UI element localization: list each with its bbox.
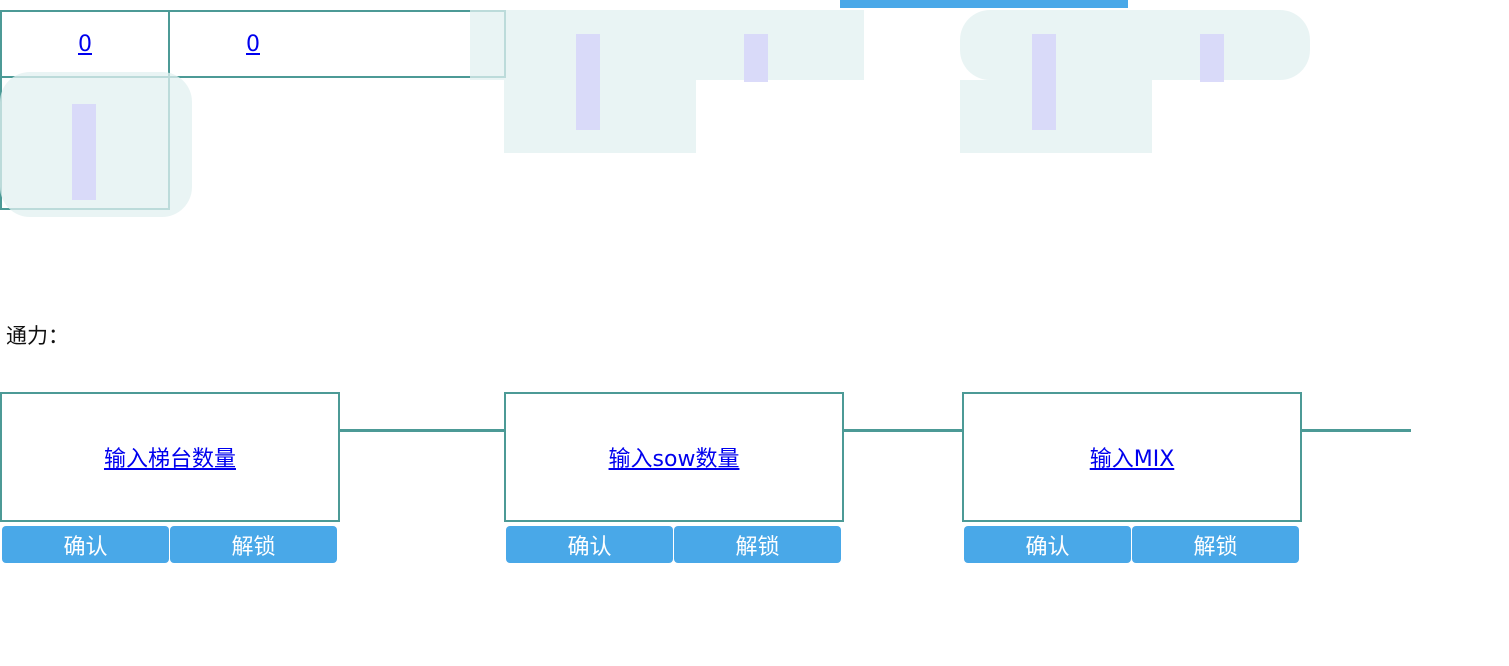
connector-line-3	[1300, 429, 1411, 432]
station-1-input-link[interactable]: 输入梯台数量	[103, 447, 236, 472]
top-cell-1: 0	[0, 10, 170, 78]
obscured-region-center	[470, 10, 864, 80]
station-2-confirm-button[interactable]: 确认	[506, 526, 673, 563]
top-cell-1-link[interactable]: 0	[78, 31, 92, 57]
obscured-region-left-mark	[72, 104, 96, 200]
top-blue-bar	[840, 0, 1128, 8]
station-1-box: 输入梯台数量	[0, 392, 340, 522]
station-1-confirm-button[interactable]: 确认	[2, 526, 169, 563]
station-2-unlock-button[interactable]: 解锁	[674, 526, 841, 563]
obscured-region-right-lower	[960, 80, 1152, 153]
station-2-input-link[interactable]: 输入sow数量	[608, 447, 740, 472]
obscured-region-center-mark-1	[576, 34, 600, 130]
station-3-box: 输入MIX	[962, 392, 1302, 522]
connector-line-2	[842, 429, 964, 432]
top-cell-2-link[interactable]: 0	[246, 31, 260, 57]
station-3-confirm-button[interactable]: 确认	[964, 526, 1131, 563]
connector-line-1	[338, 429, 506, 432]
section-label: 通力：	[6, 324, 69, 348]
obscured-region-center-mark-2	[744, 34, 768, 82]
obscured-region-left	[0, 72, 192, 217]
obscured-region-center-lower	[504, 80, 696, 153]
station-1-unlock-button[interactable]: 解锁	[170, 526, 337, 563]
station-3-unlock-button[interactable]: 解锁	[1132, 526, 1299, 563]
station-2-box: 输入sow数量	[504, 392, 844, 522]
top-cell-2: 0	[168, 10, 338, 78]
station-3-input-link[interactable]: 输入MIX	[1089, 447, 1175, 472]
obscured-region-right	[960, 10, 1310, 80]
obscured-region-right-mark-1	[1032, 34, 1056, 130]
obscured-region-right-mark-2	[1200, 34, 1224, 82]
